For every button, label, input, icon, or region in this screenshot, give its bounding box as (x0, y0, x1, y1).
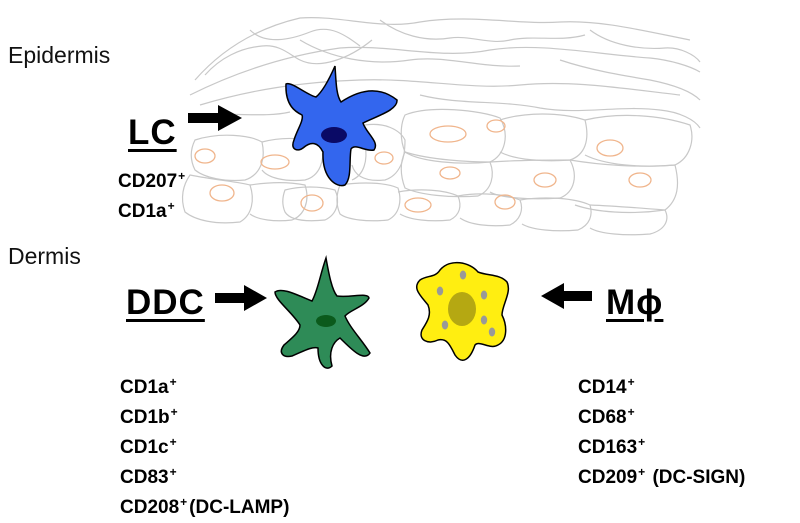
marker-sup: + (638, 465, 646, 479)
ddc-marker-list: CD1a+ CD1b+ CD1c+ CD83+ CD208+(DC-LAMP) (120, 367, 290, 518)
marker-sup: + (169, 465, 177, 479)
mphi-marker-list: CD14+ CD68+ CD163+ CD209+ (DC-SIGN) (578, 367, 746, 488)
marker-name: CD83 (120, 467, 169, 488)
epidermis-tissue-illustration (181, 17, 701, 236)
marker-name: CD1a (118, 201, 167, 222)
marker-item: CD68+ (578, 397, 745, 428)
marker-name: CD1c (120, 437, 169, 458)
lc-arrow (188, 105, 242, 131)
ddc-label: DDC (126, 283, 205, 322)
marker-sup: + (167, 199, 175, 213)
marker-item: CD1c+ (120, 427, 289, 458)
marker-name: CD207 (118, 171, 178, 192)
langerhans-cell (285, 65, 398, 187)
marker-item: CD1b+ (120, 397, 289, 428)
ddc-arrow (215, 285, 267, 311)
marker-item: CD14+ (578, 367, 745, 398)
mphi-label: Mϕ (606, 283, 664, 322)
marker-item: CD1a+ (120, 367, 289, 398)
marker-note: (DC-LAMP) (189, 497, 290, 518)
marker-item: CD209+ (DC-SIGN) (578, 457, 746, 488)
marker-sup: + (180, 495, 188, 509)
marker-item: CD163+ (578, 427, 745, 458)
mphi-arrow (541, 283, 592, 309)
marker-item: CD208+(DC-LAMP) (120, 487, 290, 518)
dermis-label: Dermis (8, 243, 81, 269)
ddc-nucleus (316, 315, 336, 327)
marker-name: CD1b (120, 407, 170, 428)
dermal-dendritic-cell (274, 255, 371, 369)
marker-sup: + (169, 375, 177, 389)
marker-name: CD209 (578, 467, 638, 488)
marker-sup: + (627, 375, 635, 389)
marker-item: CD83+ (120, 457, 289, 488)
lc-label: LC (128, 113, 177, 152)
marker-name: CD68 (578, 407, 627, 428)
marker-item: CD207+ (118, 161, 187, 192)
lc-marker-list: CD207+ CD1a+ (118, 161, 187, 222)
marker-name: CD208 (120, 497, 180, 518)
lc-nucleus (321, 127, 347, 143)
mphi-nucleus (448, 292, 476, 326)
marker-name: CD14 (578, 377, 627, 398)
marker-sup: + (627, 405, 635, 419)
macrophage-granules (436, 270, 496, 337)
marker-item: CD1a+ (118, 191, 187, 222)
marker-name: CD163 (578, 437, 638, 458)
marker-sup: + (178, 169, 186, 183)
macrophage-cell (416, 261, 510, 361)
epidermis-label: Epidermis (8, 42, 111, 68)
marker-sup: + (169, 435, 177, 449)
marker-sup: + (170, 405, 178, 419)
marker-note: (DC-SIGN) (647, 467, 746, 488)
marker-name: CD1a (120, 377, 169, 398)
marker-sup: + (638, 435, 646, 449)
